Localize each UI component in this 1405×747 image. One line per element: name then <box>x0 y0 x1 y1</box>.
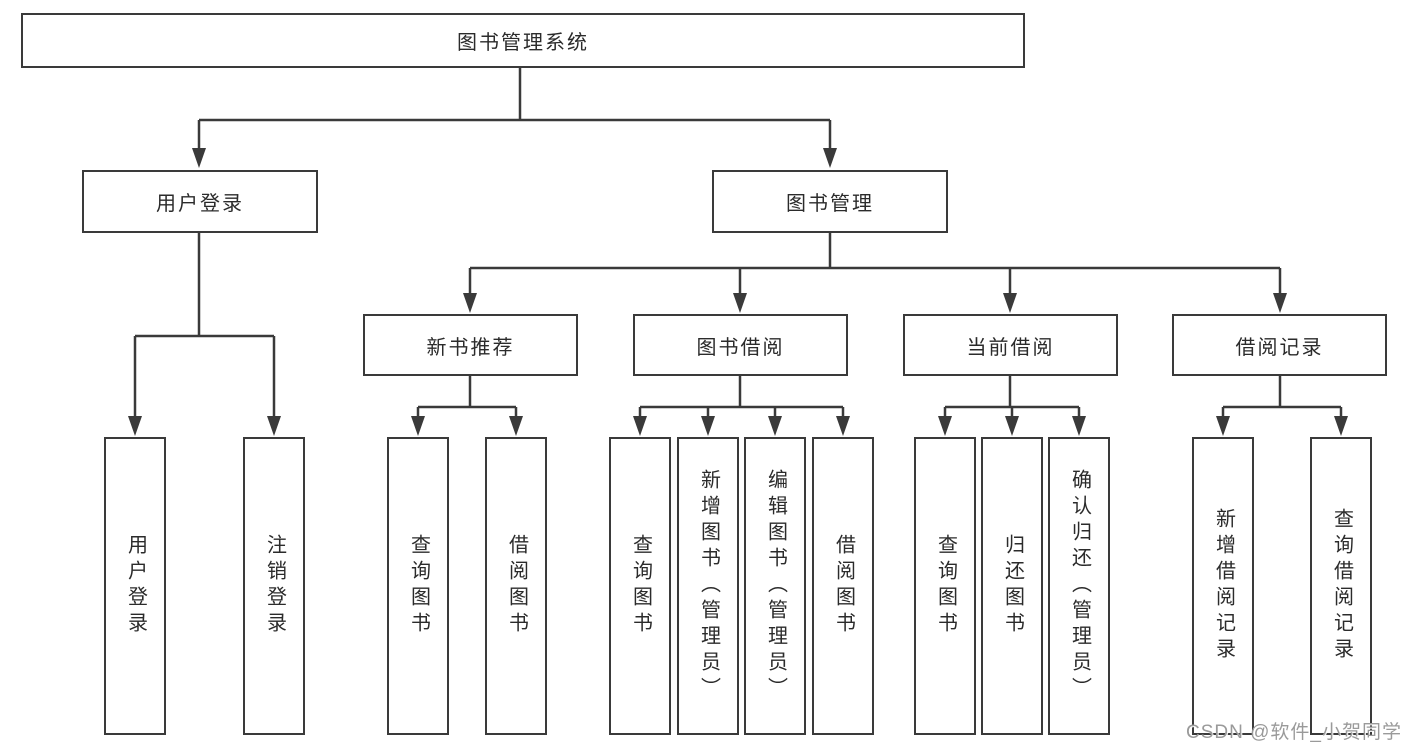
leaf-newbooks-query-books: 查询图书 <box>387 437 449 735</box>
node-book-management: 图书管理 <box>712 170 948 233</box>
leaf-records-query-record-label: 查询借阅记录 <box>1330 508 1353 664</box>
arrowheads <box>128 148 1348 436</box>
leaf-borrowing-borrow-books: 借阅图书 <box>812 437 874 735</box>
leaf-user-login-label: 用户登录 <box>124 534 147 638</box>
node-borrow-records: 借阅记录 <box>1172 314 1387 376</box>
leaf-user-login: 用户登录 <box>104 437 166 735</box>
leaf-current-return-books: 归还图书 <box>981 437 1043 735</box>
leaf-borrowing-edit-books-admin: 编辑图书（管理员） <box>744 437 806 735</box>
leaf-borrowing-add-books-admin-label: 新增图书（管理员） <box>697 469 720 703</box>
leaf-newbooks-borrow-books: 借阅图书 <box>485 437 547 735</box>
leaf-current-return-books-label: 归还图书 <box>1001 534 1024 638</box>
leaf-current-confirm-return-admin-label: 确认归还（管理员） <box>1068 469 1091 703</box>
node-root-label: 图书管理系统 <box>457 32 589 54</box>
node-user-login-branch: 用户登录 <box>82 170 318 233</box>
leaf-borrowing-borrow-books-label: 借阅图书 <box>832 534 855 638</box>
leaf-current-confirm-return-admin: 确认归还（管理员） <box>1048 437 1110 735</box>
leaf-newbooks-borrow-books-label: 借阅图书 <box>505 534 528 638</box>
leaf-records-query-record: 查询借阅记录 <box>1310 437 1372 735</box>
leaf-records-add-record-label: 新增借阅记录 <box>1212 508 1235 664</box>
node-new-book-recommend-label: 新书推荐 <box>426 336 515 359</box>
csdn-watermark: CSDN @软件_小贺同学 <box>1186 722 1402 743</box>
node-book-management-label: 图书管理 <box>786 193 874 215</box>
node-borrow-records-label: 借阅记录 <box>1235 336 1324 359</box>
leaf-borrowing-edit-books-admin-label: 编辑图书（管理员） <box>764 469 787 703</box>
leaf-borrowing-add-books-admin: 新增图书（管理员） <box>677 437 739 735</box>
leaf-logout-label: 注销登录 <box>263 534 286 638</box>
leaf-records-add-record: 新增借阅记录 <box>1192 437 1254 735</box>
leaf-borrowing-query-books-label: 查询图书 <box>629 534 652 638</box>
node-book-borrowing-label: 图书借阅 <box>696 336 785 359</box>
leaf-logout: 注销登录 <box>243 437 305 735</box>
node-new-book-recommend: 新书推荐 <box>363 314 578 376</box>
leaf-borrowing-query-books: 查询图书 <box>609 437 671 735</box>
node-root: 图书管理系统 <box>21 13 1025 68</box>
leaf-current-query-books-label: 查询图书 <box>934 534 957 638</box>
node-user-login-branch-label: 用户登录 <box>156 193 244 215</box>
leaf-newbooks-query-books-label: 查询图书 <box>407 534 430 638</box>
node-current-borrowing-label: 当前借阅 <box>966 336 1055 359</box>
leaf-current-query-books: 查询图书 <box>914 437 976 735</box>
node-current-borrowing: 当前借阅 <box>903 314 1118 376</box>
node-book-borrowing: 图书借阅 <box>633 314 848 376</box>
